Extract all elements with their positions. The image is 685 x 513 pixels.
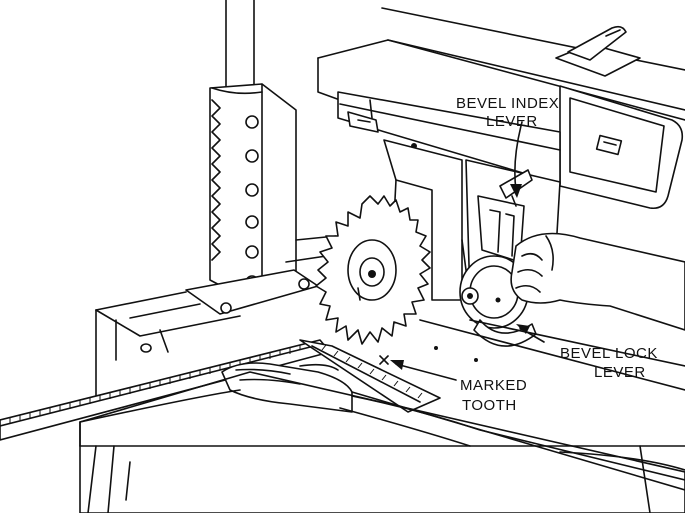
bevel-lock-label-line1: BEVEL LOCK bbox=[560, 345, 658, 362]
column-post bbox=[209, 0, 297, 301]
operator-right-hand bbox=[510, 232, 685, 331]
bevel-lock-arrowhead bbox=[516, 324, 530, 334]
marked-tooth-label-line1: MARKED bbox=[460, 377, 527, 394]
operator-left-hand bbox=[221, 362, 353, 413]
bevel-index-label-line2: LEVER bbox=[486, 113, 538, 130]
bevel-index-arrowhead bbox=[510, 184, 522, 198]
motor-housing bbox=[559, 85, 684, 210]
marked-tooth-pointer bbox=[395, 363, 457, 381]
marked-tooth-label-line2: TOOTH bbox=[462, 397, 517, 414]
bevel-lock-label-line2: LEVER bbox=[594, 364, 646, 381]
saw-blade[interactable] bbox=[315, 195, 431, 345]
marked-tooth-arrowhead bbox=[390, 360, 404, 370]
marked-tooth-mark bbox=[379, 355, 389, 365]
operator-arm bbox=[339, 395, 685, 481]
arm-handle bbox=[555, 25, 641, 77]
framing-square bbox=[0, 339, 441, 441]
bevel-index-label-line1: BEVEL INDEX bbox=[456, 95, 559, 112]
table-top bbox=[79, 319, 685, 513]
